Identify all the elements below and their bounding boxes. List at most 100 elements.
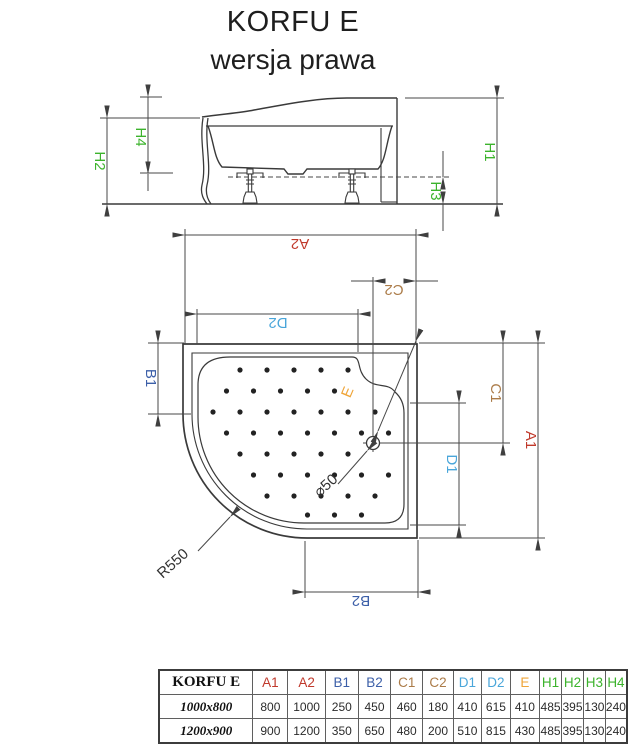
anti-slip-dot bbox=[291, 409, 297, 415]
dimension-value-cell: 800 bbox=[252, 694, 289, 719]
anti-slip-dot bbox=[277, 430, 284, 436]
anti-slip-dot bbox=[345, 409, 351, 415]
dimension-value-cell: 410 bbox=[452, 694, 483, 719]
dim-a1: A1 bbox=[419, 330, 545, 551]
dimension-value-cell: 240 bbox=[604, 718, 628, 744]
column-header-a1: A1 bbox=[252, 669, 289, 695]
dimension-value-cell: 485 bbox=[539, 718, 563, 744]
dim-label-e: E bbox=[338, 384, 358, 400]
column-header-h1: H1 bbox=[539, 669, 563, 695]
anti-slip-dot bbox=[250, 430, 257, 436]
dim-corner-radius: R550 bbox=[154, 505, 241, 582]
anti-slip-dot bbox=[331, 388, 338, 394]
anti-slip-dot bbox=[331, 430, 338, 436]
anti-slip-dots bbox=[210, 367, 392, 518]
basin-outline bbox=[197, 356, 405, 524]
column-header-a2: A2 bbox=[287, 669, 326, 695]
anti-slip-dot bbox=[331, 472, 338, 478]
dimension-value-cell: 450 bbox=[357, 694, 392, 719]
anti-slip-dot bbox=[277, 472, 284, 478]
dim-h3: H3 bbox=[427, 151, 446, 231]
column-header-c2: C2 bbox=[422, 669, 454, 695]
dim-h1: H1 bbox=[405, 85, 504, 217]
product-subtitle: wersja prawa bbox=[210, 44, 376, 75]
anti-slip-dot bbox=[358, 430, 365, 436]
dim-label-b2: B2 bbox=[352, 592, 370, 609]
anti-slip-dot bbox=[250, 388, 257, 394]
anti-slip-dot bbox=[237, 409, 243, 415]
anti-slip-dot bbox=[291, 493, 297, 499]
anti-slip-dot bbox=[304, 512, 311, 518]
anti-slip-dot bbox=[345, 493, 351, 499]
dimension-value-cell: 250 bbox=[324, 694, 359, 719]
column-header-e: E bbox=[509, 669, 541, 695]
dim-label-d2: D2 bbox=[268, 314, 287, 331]
anti-slip-dot bbox=[385, 430, 392, 436]
dim-label-radius: R550 bbox=[154, 545, 192, 582]
plan-view: A2 C2 D2 B1 bbox=[142, 229, 545, 609]
dim-drain-diameter: ⌀50 bbox=[311, 439, 378, 501]
anti-slip-dot bbox=[304, 388, 311, 394]
dimension-value-cell: 1000 bbox=[287, 694, 326, 719]
anti-slip-dot bbox=[264, 493, 270, 499]
dimension-value-cell: 240 bbox=[604, 694, 628, 719]
anti-slip-dot bbox=[358, 512, 365, 518]
dim-d2: D2 bbox=[184, 309, 371, 352]
dim-label-a2: A2 bbox=[291, 235, 309, 252]
anti-slip-dot bbox=[304, 430, 311, 436]
dimension-value-cell: 900 bbox=[252, 718, 289, 744]
dim-h4: H4 bbox=[132, 84, 173, 191]
anti-slip-dot bbox=[264, 367, 270, 373]
anti-slip-dot bbox=[250, 472, 257, 478]
table-corner-header: KORFU E bbox=[158, 669, 254, 695]
dimension-value-cell: 510 bbox=[452, 718, 483, 744]
dim-c2: C2 bbox=[351, 278, 438, 298]
anti-slip-dot bbox=[318, 493, 324, 499]
column-header-d1: D1 bbox=[452, 669, 483, 695]
dimension-value-cell: 485 bbox=[539, 694, 563, 719]
dim-label-h3: H3 bbox=[427, 181, 444, 200]
dimension-value-cell: 395 bbox=[561, 718, 584, 744]
anti-slip-dot bbox=[304, 472, 311, 478]
anti-slip-dot bbox=[318, 409, 324, 415]
dim-d1: D1 bbox=[410, 390, 466, 538]
dim-label-c1: C1 bbox=[487, 383, 504, 402]
column-header-d2: D2 bbox=[481, 669, 511, 695]
side-view: H2 H4 H1 H3 bbox=[91, 84, 504, 231]
title-block: KORFU E wersja prawa bbox=[0, 0, 586, 76]
dimension-value-cell: 130 bbox=[582, 718, 606, 744]
anti-slip-dot bbox=[277, 388, 284, 394]
column-header-c1: C1 bbox=[390, 669, 424, 695]
column-header-h3: H3 bbox=[582, 669, 606, 695]
drawing-canvas: H2 H4 H1 H3 bbox=[91, 84, 545, 609]
dim-h2: H2 bbox=[91, 105, 200, 217]
dim-label-b1: B1 bbox=[142, 369, 159, 387]
dimension-value-cell: 395 bbox=[561, 694, 584, 719]
anti-slip-dot bbox=[237, 451, 243, 457]
dimension-value-cell: 460 bbox=[390, 694, 424, 719]
dimension-value-cell: 410 bbox=[509, 694, 541, 719]
dim-label-h2: H2 bbox=[91, 151, 108, 170]
column-header-b1: B1 bbox=[324, 669, 359, 695]
anti-slip-dot bbox=[223, 388, 230, 394]
dimension-value-cell: 350 bbox=[324, 718, 359, 744]
anti-slip-dot bbox=[372, 493, 378, 499]
anti-slip-dot bbox=[318, 451, 324, 457]
front-apron-inner bbox=[205, 117, 212, 205]
anti-slip-dot bbox=[331, 512, 338, 518]
basin-section bbox=[207, 125, 393, 175]
dimension-value-cell: 815 bbox=[481, 718, 511, 744]
anti-slip-dot bbox=[210, 409, 216, 415]
dimension-value-cell: 200 bbox=[422, 718, 454, 744]
dim-label-a1: A1 bbox=[522, 431, 539, 449]
dim-a2: A2 bbox=[172, 229, 429, 344]
dim-b2: B2 bbox=[292, 540, 431, 609]
tray-rim-inner bbox=[191, 352, 409, 530]
model-size-label: 1000x800 bbox=[158, 694, 254, 719]
